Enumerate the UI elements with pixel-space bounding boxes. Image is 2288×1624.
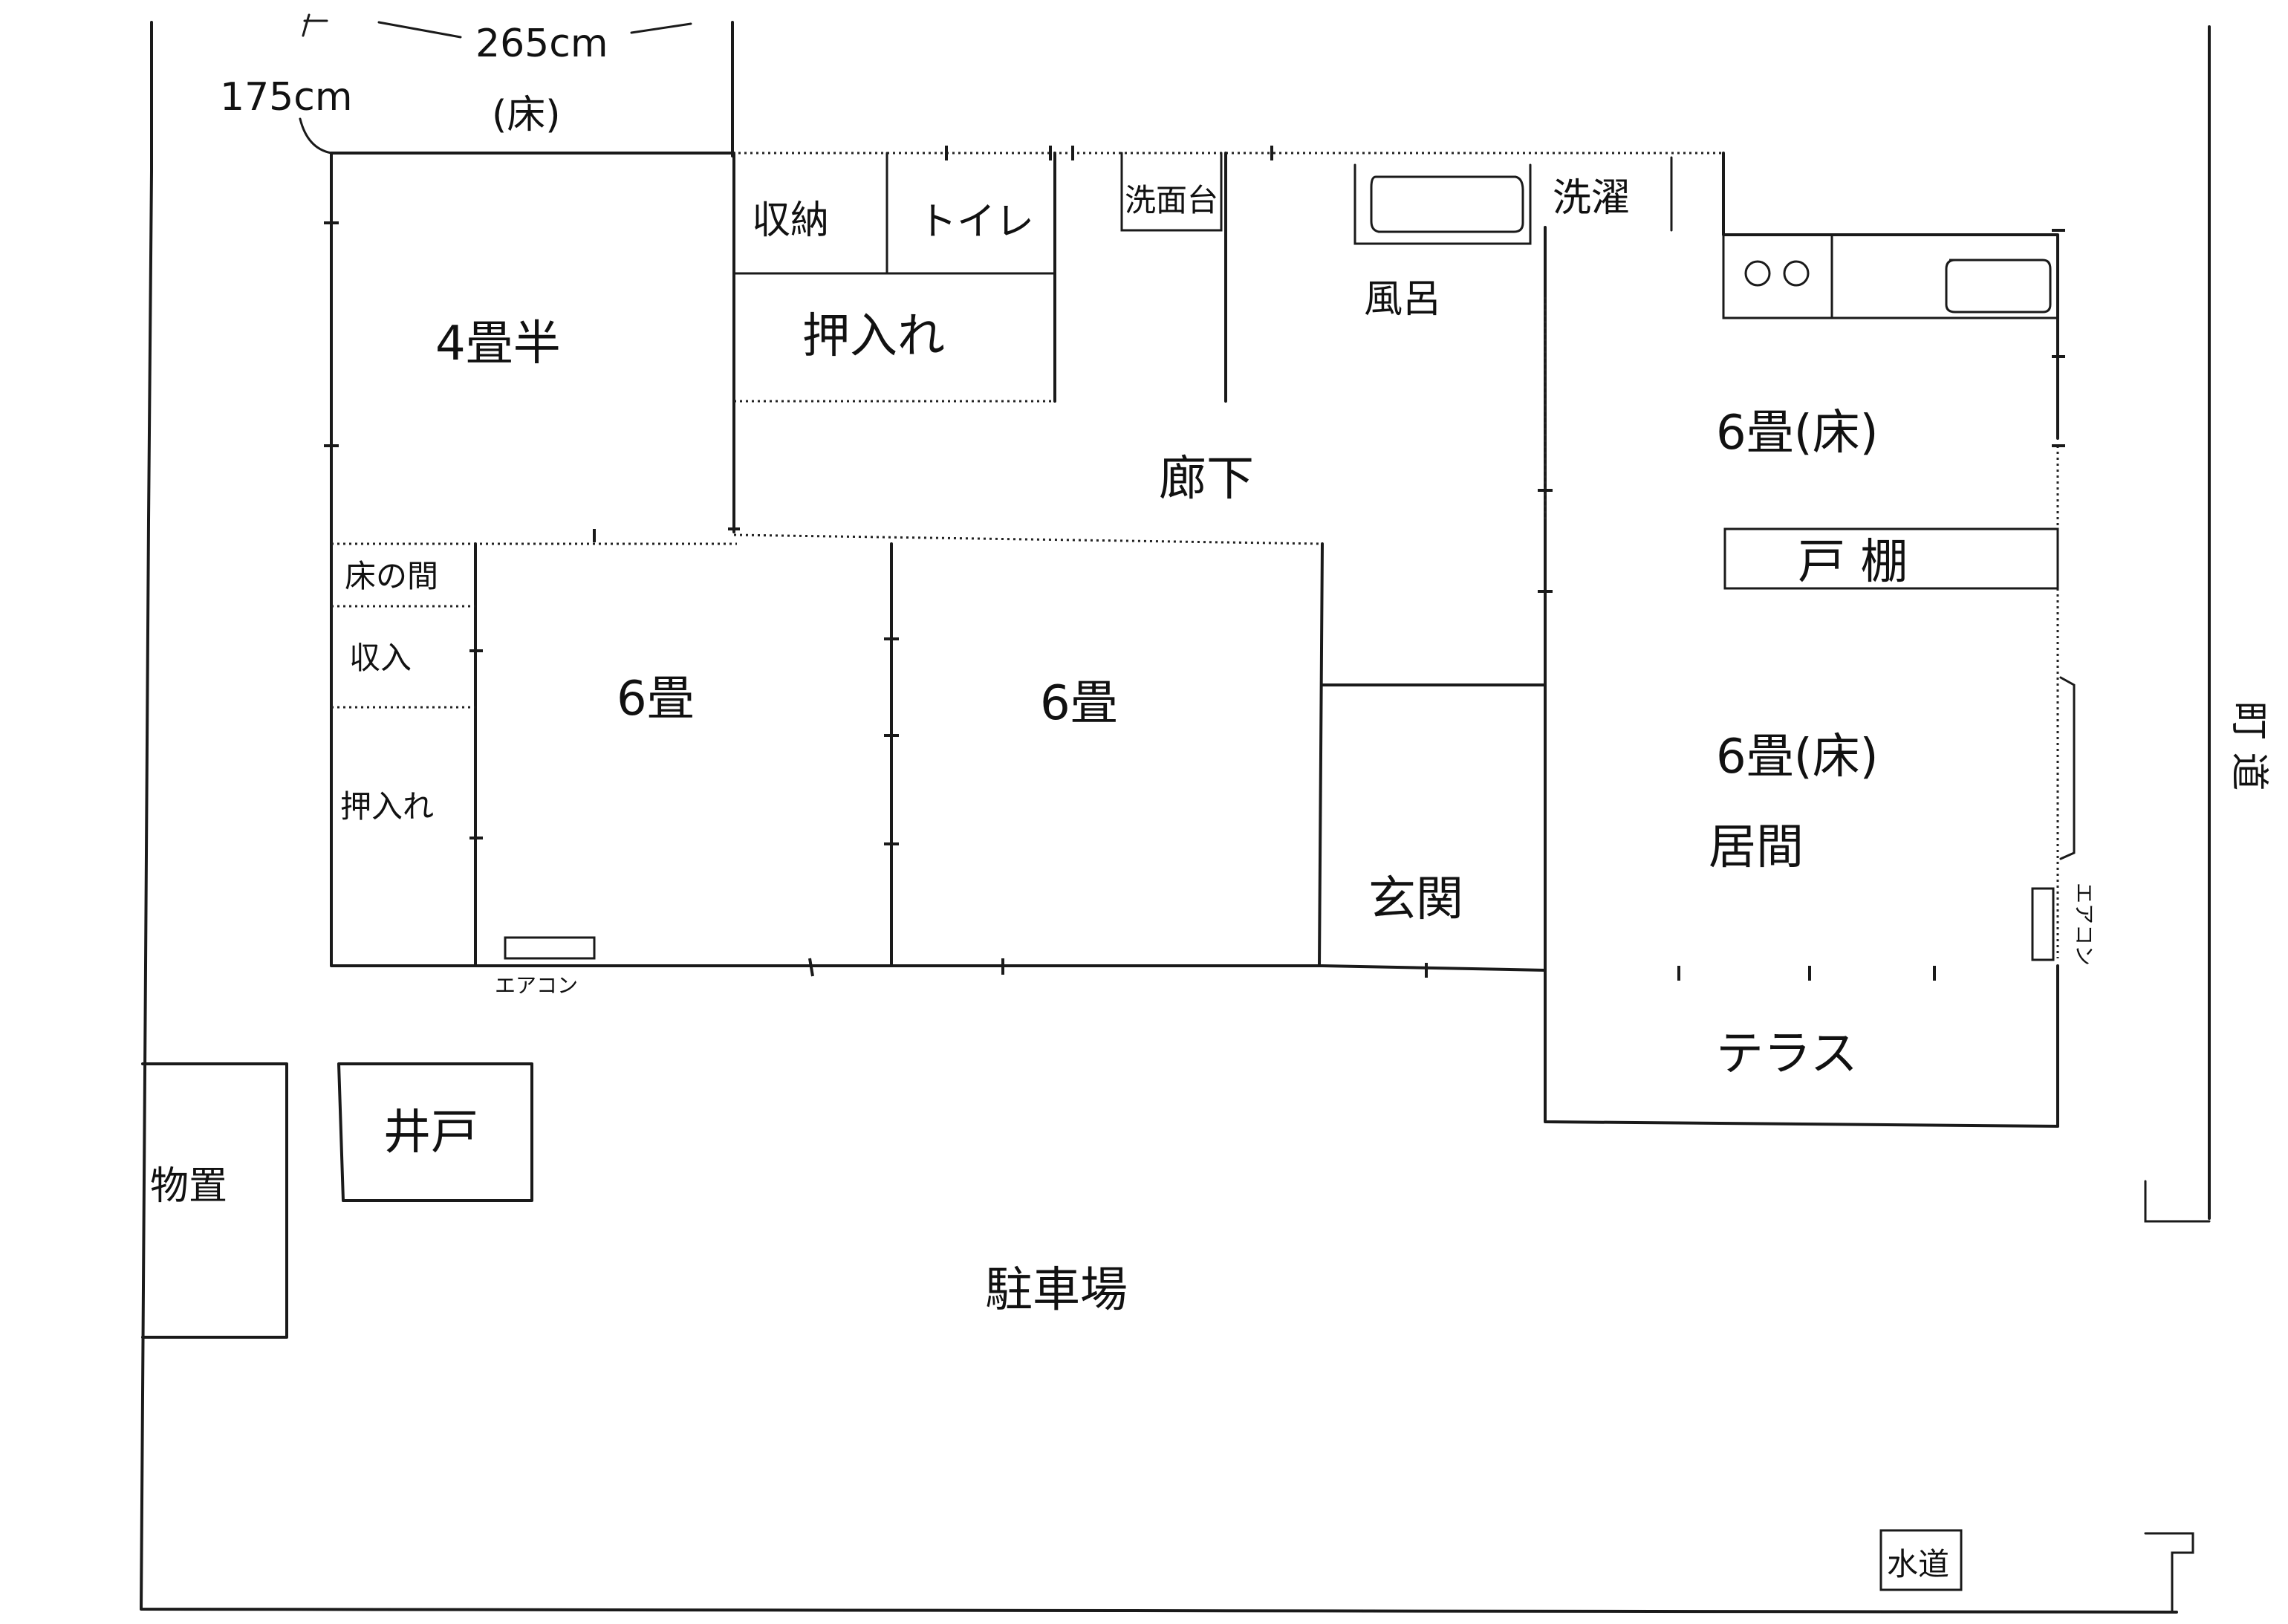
room-label-shunyu: 収入	[349, 640, 412, 676]
fixture-labels: エアコン エアコン	[495, 883, 2096, 998]
room-label-shuno: 収納	[752, 198, 829, 243]
room-label-rokujo-yuka-kitchen: 6畳(床)	[1716, 406, 1879, 461]
outside-structures: 物置 井戸 駐車場 水道 町 道	[141, 701, 2271, 1591]
room-label-yojohan: 4畳半	[435, 316, 561, 371]
room-label-rokujo-2: 6畳	[1040, 676, 1118, 731]
room-labels: 4畳半 収納 トイレ 洗面台 押入れ 風呂 洗濯 廊下 6畳(床) 戸 棚 床の…	[340, 176, 1908, 1082]
interior-walls	[331, 152, 2076, 967]
room-label-roka: 廊下	[1159, 452, 1254, 507]
room-label-terrace: テラス	[1716, 1027, 1858, 1082]
room-label-furo: 風呂	[1364, 277, 1441, 322]
room-label-toilet: トイレ	[918, 200, 1034, 244]
room-label-ima: 居間	[1709, 820, 1804, 875]
ido-label: 井戸	[383, 1105, 478, 1160]
dimension-floor-note: (床)	[492, 93, 561, 137]
room-label-senmendai: 洗面台	[1125, 182, 1218, 218]
chushajo-label: 駐車場	[985, 1263, 1128, 1318]
room-label-oshiire-north: 押入れ	[802, 309, 945, 364]
room-label-genkan: 玄関	[1368, 872, 1463, 927]
room-label-sentaku: 洗濯	[1553, 176, 1630, 221]
wall-ticks	[324, 146, 2065, 981]
lot-boundary	[140, 21, 2211, 1614]
suido-label: 水道	[1887, 1546, 1949, 1582]
aircon-east-label: エアコン	[2072, 883, 2096, 966]
room-label-rokujo-1: 6畳	[617, 672, 695, 727]
aircon-south-label: エアコン	[495, 973, 578, 998]
room-label-oshiire-west: 押入れ	[340, 788, 434, 825]
room-label-toko-no-ma: 床の間	[345, 558, 438, 594]
machimichi-label: 町 道	[2226, 701, 2271, 791]
dimension-annotation: 265cm 175cm (床)	[220, 13, 734, 157]
monooki-label: 物置	[150, 1164, 227, 1209]
dimension-width-label: 265cm	[475, 22, 608, 66]
room-label-rokujo-yuka-living: 6畳(床)	[1716, 730, 1879, 785]
room-label-todana: 戸 棚	[1798, 535, 1908, 590]
dimension-depth-label: 175cm	[220, 75, 353, 120]
house-exterior-walls	[330, 152, 2059, 1128]
